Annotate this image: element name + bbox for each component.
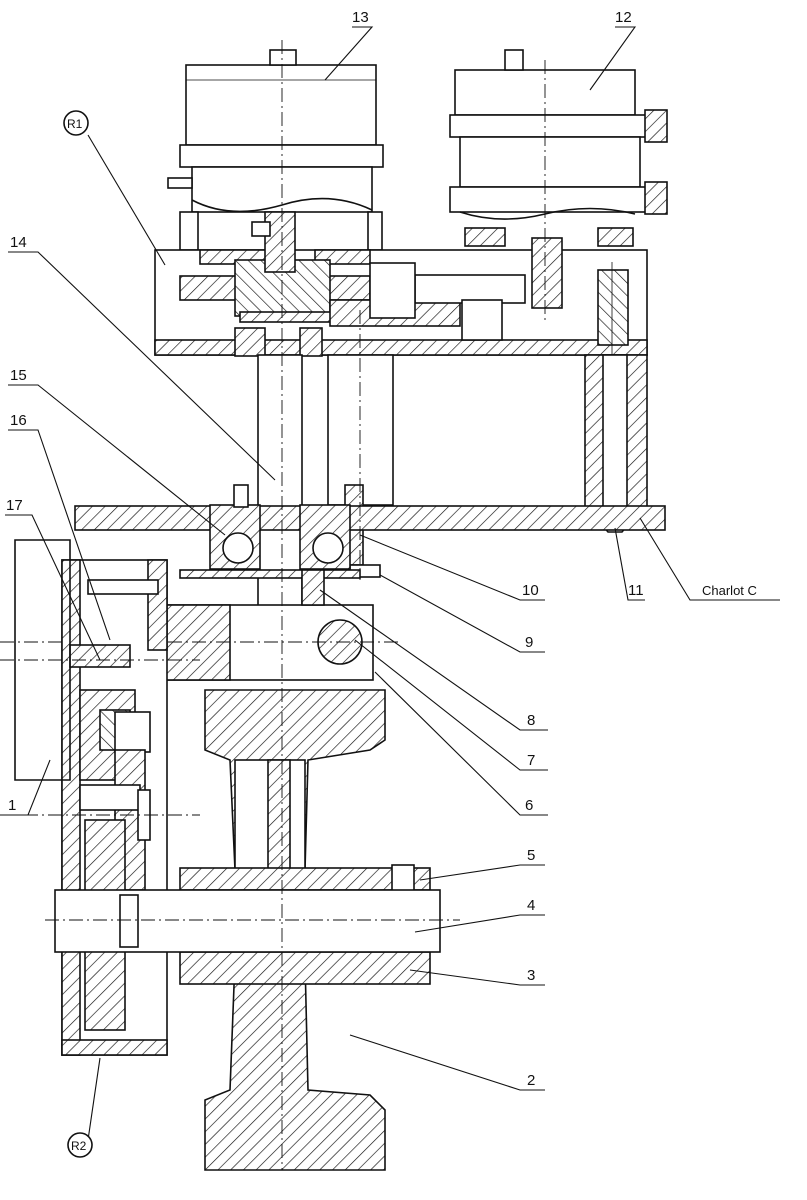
label-11: 11	[628, 582, 644, 599]
bearing-15	[179, 484, 361, 579]
motor-12	[449, 49, 668, 247]
gear-housing-r2	[0, 539, 200, 1056]
label-14: 14	[10, 234, 27, 251]
label-2: 2	[527, 1072, 535, 1089]
charlot-plate	[74, 505, 666, 531]
label-8: 8	[527, 712, 535, 729]
label-charlot: Charlot C	[702, 583, 757, 598]
label-16: 16	[10, 412, 27, 429]
label-15: 15	[10, 367, 27, 384]
label-9: 9	[525, 634, 533, 651]
label-17: 17	[6, 497, 23, 514]
label-13: 13	[352, 9, 369, 26]
label-6: 6	[525, 797, 533, 814]
label-1: 1	[8, 797, 16, 814]
part-labels: 13 12 R1 14 15 16 17 10 11 Charlot C 9 8…	[6, 9, 757, 1158]
label-4: 4	[527, 897, 535, 914]
label-12: 12	[615, 9, 632, 26]
callout-r2-circle	[67, 1132, 93, 1158]
fork-block	[0, 569, 400, 681]
callout-r1-circle	[63, 110, 89, 136]
label-r2: R2	[71, 1139, 87, 1153]
label-7: 7	[527, 752, 535, 769]
label-r1: R1	[67, 117, 83, 131]
label-5: 5	[527, 847, 535, 864]
label-10: 10	[522, 582, 539, 599]
hub-and-axle	[45, 864, 460, 985]
label-3: 3	[527, 967, 535, 984]
gearbox-r1	[154, 211, 648, 510]
leader-lines	[0, 26, 780, 1141]
